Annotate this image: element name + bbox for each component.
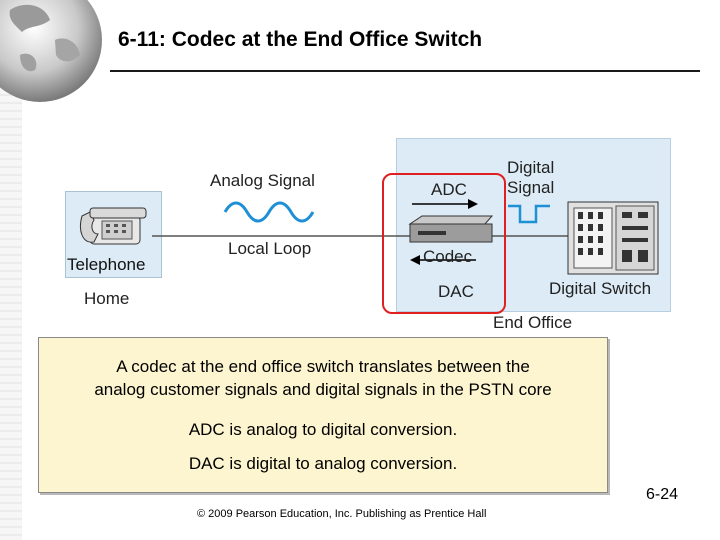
telephone-icon (80, 207, 147, 245)
analog-wave (223, 201, 315, 223)
info-note: A codec at the end office switch transla… (38, 337, 608, 493)
title-divider (110, 70, 700, 72)
end-office-label: End Office (493, 313, 573, 332)
info-line-4: DAC is digital to analog conversion. (188, 454, 458, 473)
dac-label: DAC (438, 282, 474, 301)
info-line-1: A codec at the end office switch transla… (116, 357, 530, 376)
digital-wave (508, 204, 550, 224)
codec-device-slot (418, 231, 446, 235)
telephone-label: Telephone (67, 255, 146, 274)
codec-label: Codec (423, 247, 473, 266)
decorative-band (0, 0, 22, 540)
analog-signal-label: Analog Signal (210, 171, 315, 190)
home-label: Home (84, 289, 130, 308)
digital-signal-label-line1: Digital (507, 158, 555, 177)
slide-title: 6-11: Codec at the End Office Switch (118, 28, 483, 51)
adc-arrowhead (468, 199, 478, 209)
dac-arrowhead (410, 255, 420, 265)
adc-label: ADC (431, 180, 467, 199)
info-line-2: analog customer signals and digital sign… (94, 380, 552, 399)
digital-switch-icon (567, 201, 659, 275)
page-number: 6-24 (646, 486, 679, 503)
codec-highlight (382, 173, 506, 314)
codec-diagram: Telephone Home Analog Signal Local Loop … (60, 138, 671, 338)
info-line-3: ADC is analog to digital conversion. (188, 420, 458, 439)
globe-logo (0, 0, 102, 102)
local-loop-label: Local Loop (228, 239, 312, 258)
codec-device (409, 223, 493, 243)
copyright-footer: © 2009 Pearson Education, Inc. Publishin… (197, 508, 487, 520)
digital-switch-label: Digital Switch (549, 279, 652, 298)
digital-signal-label-line2: Signal (507, 178, 555, 197)
diagram-graphics (80, 199, 659, 275)
digital-signal-label: Digital Signal (507, 158, 554, 198)
